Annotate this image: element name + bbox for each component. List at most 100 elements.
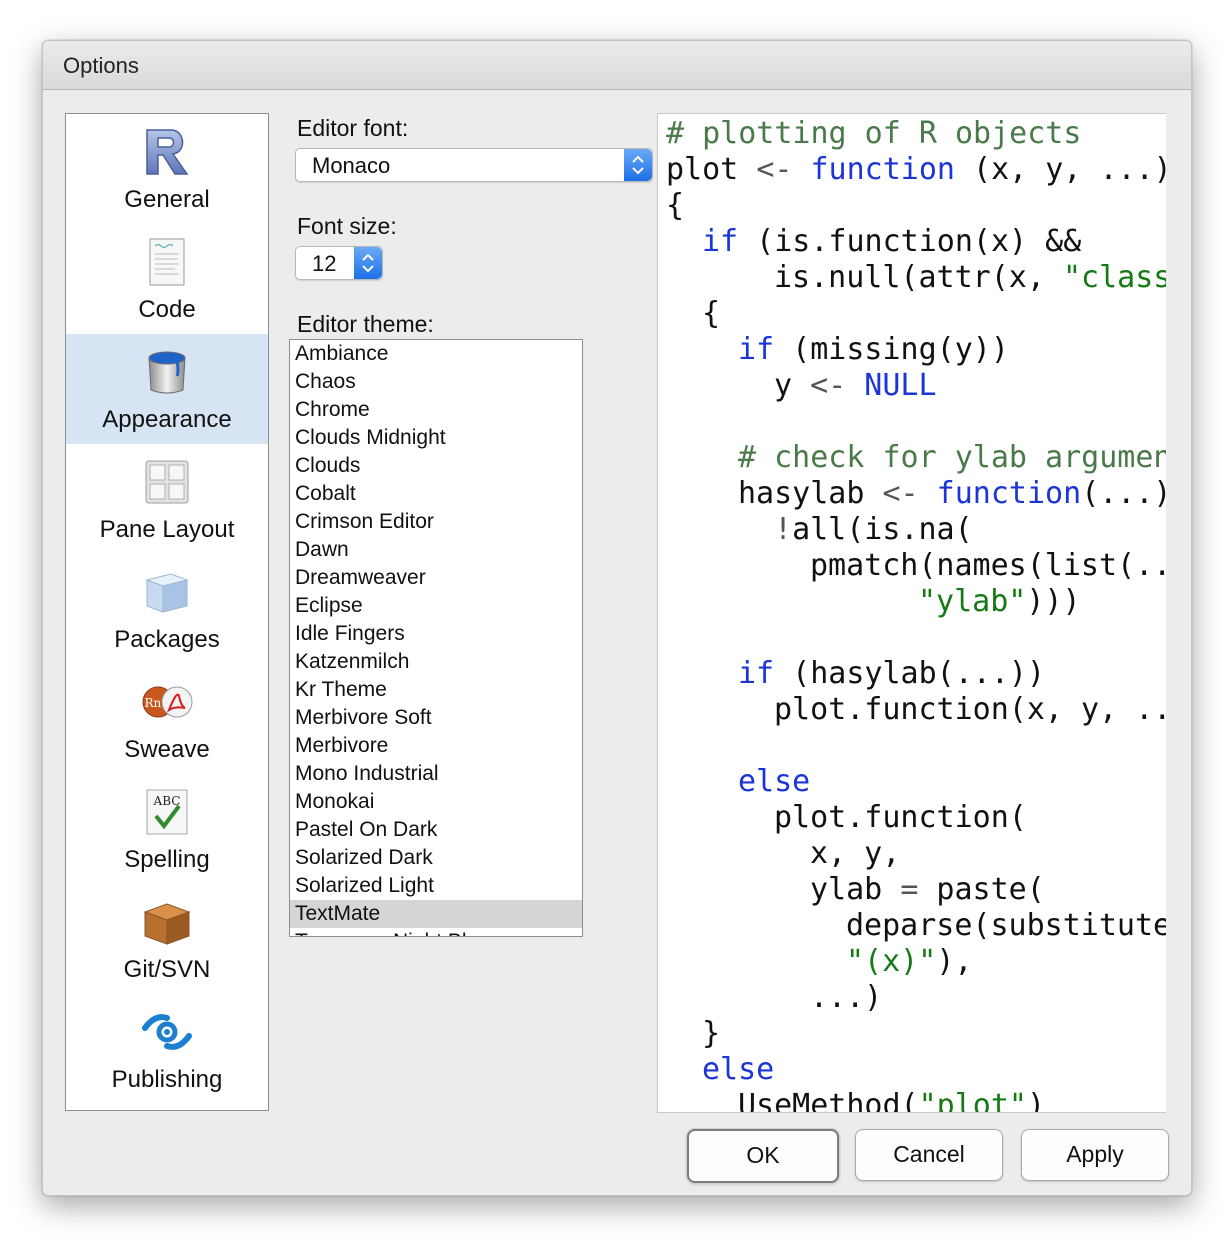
code-token: "class" (1062, 260, 1166, 295)
code-line: plot <- function (x, y, ...) (666, 152, 1166, 188)
code-token: x, y, (810, 836, 901, 871)
sidebar-item-label: Spelling (124, 846, 210, 873)
code-document-icon (149, 238, 185, 286)
font-size-select[interactable]: 12 (295, 246, 383, 280)
code-token: # check for ylab argument (738, 440, 1166, 475)
list-item[interactable]: Katzenmilch (295, 650, 410, 673)
publishing-icon (142, 1014, 192, 1050)
list-item[interactable]: Kr Theme (295, 678, 387, 701)
spellcheck-icon: ABC (146, 789, 188, 835)
code-token: function (918, 476, 1082, 511)
sidebar-item-code[interactable]: Code (66, 224, 268, 334)
apply-button[interactable]: Apply (1021, 1129, 1169, 1181)
sidebar-item-label: General (124, 186, 210, 213)
code-line: if (missing(y)) (738, 332, 1009, 368)
code-line: { (666, 188, 684, 224)
list-item[interactable]: Crimson Editor (295, 510, 434, 533)
list-item[interactable]: Ambiance (295, 342, 389, 365)
sidebar-item-general[interactable]: General (66, 114, 268, 224)
cancel-button[interactable]: Cancel (855, 1129, 1003, 1181)
r-logo-icon (146, 129, 189, 175)
code-line: "(x)"), (846, 944, 972, 980)
list-item[interactable]: Mono Industrial (295, 762, 439, 785)
code-token: if (738, 332, 775, 367)
code-token: (hasylab(...)) (774, 656, 1046, 691)
code-line: pmatch(names(list(...)), (810, 548, 1166, 584)
sidebar-item-label: Sweave (124, 736, 210, 763)
code-line: else (702, 1052, 774, 1088)
list-item[interactable]: Cobalt (295, 482, 356, 505)
code-token: hasylab (738, 476, 883, 511)
list-item[interactable]: Pastel On Dark (295, 818, 438, 841)
list-item[interactable]: Dawn (295, 538, 349, 561)
sidebar-item-label: Git/SVN (123, 956, 211, 983)
code-line: ...) (810, 980, 882, 1016)
code-token: <- (810, 368, 847, 403)
code-line: if (is.function(x) && (702, 224, 1081, 260)
code-token: } (702, 1016, 721, 1051)
list-item[interactable]: Merbivore Soft (295, 706, 432, 729)
font-size-label: Font size: (297, 213, 397, 239)
code-line: is.null(attr(x, "class" (774, 260, 1166, 296)
sidebar-item-pane-layout[interactable]: Pane Layout (66, 444, 268, 554)
editor-theme-list[interactable]: Ambiance Chaos Chrome Clouds Midnight Cl… (289, 339, 583, 937)
code-token: all(is.na( (792, 512, 973, 547)
list-item[interactable]: Tomorrow Night Blue (290, 928, 582, 936)
code-token: paste( (918, 872, 1045, 907)
code-token: else (702, 1052, 775, 1087)
paint-bucket-icon (148, 351, 186, 394)
list-item[interactable]: Dreamweaver (295, 566, 426, 589)
list-item[interactable]: Merbivore (295, 734, 389, 757)
code-line: plot.function(x, y, ...) (774, 692, 1166, 728)
code-token: # plotting of R objects (666, 116, 1082, 151)
list-item[interactable]: Monokai (295, 790, 375, 813)
code-line: { (702, 296, 720, 332)
code-token: = (900, 872, 919, 907)
code-token: pmatch(names(list(...)), (810, 548, 1166, 583)
sidebar-item-sweave[interactable]: Rnw Sweave (66, 664, 268, 774)
code-token: (is.function(x) && (738, 224, 1082, 259)
options-dialog: Options General Code (42, 40, 1192, 1196)
sidebar-item-publishing[interactable]: Publishing (66, 994, 268, 1104)
code-line: "ylab"))) (918, 584, 1081, 620)
sidebar-item-spelling[interactable]: ABC Spelling (66, 774, 268, 884)
code-line: hasylab <- function(...) (738, 476, 1166, 512)
options-sidebar: General Code Appearance (65, 113, 269, 1111)
sidebar-item-appearance[interactable]: Appearance (66, 334, 268, 444)
list-item[interactable]: Solarized Dark (295, 846, 433, 869)
chevron-updown-icon (624, 149, 652, 181)
list-item[interactable]: Chrome (295, 398, 370, 421)
code-line: plot.function( (774, 800, 1027, 836)
list-item[interactable]: Chaos (295, 370, 356, 393)
code-token: ), (936, 944, 973, 979)
title-bar[interactable]: Options (43, 41, 1191, 90)
sidebar-item-packages[interactable]: Packages (66, 554, 268, 664)
list-item[interactable]: Idle Fingers (295, 622, 405, 645)
editor-font-label: Editor font: (297, 115, 409, 141)
list-item[interactable]: Solarized Light (295, 874, 434, 897)
code-token: "(x)" (846, 944, 937, 979)
list-item[interactable]: Clouds (295, 454, 361, 477)
ok-button[interactable]: OK (687, 1129, 839, 1183)
code-line: } (702, 1016, 720, 1052)
code-line: deparse(substitute(x)), (846, 908, 1166, 944)
git-box-icon (143, 903, 191, 945)
code-token: (missing(y)) (774, 332, 1009, 367)
editor-theme-label: Editor theme: (297, 311, 434, 337)
code-line: x, y, (810, 836, 900, 872)
sidebar-item-label: Packages (114, 626, 220, 653)
code-token: (...) (1081, 476, 1166, 511)
editor-font-select[interactable]: Monaco (295, 148, 653, 182)
list-item[interactable]: Eclipse (295, 594, 363, 617)
code-token: deparse(substitute(x)), (846, 908, 1166, 943)
package-cube-icon (145, 573, 189, 613)
code-token: plot (666, 152, 757, 187)
list-item-selected[interactable]: TextMate (290, 900, 582, 928)
window-title: Options (63, 53, 139, 78)
sidebar-item-git-svn[interactable]: Git/SVN (66, 884, 268, 994)
pane-grid-icon (145, 460, 189, 504)
code-line: else (738, 764, 810, 800)
list-item[interactable]: Clouds Midnight (295, 426, 446, 449)
code-token: plot.function(x, y, ...) (774, 692, 1166, 727)
